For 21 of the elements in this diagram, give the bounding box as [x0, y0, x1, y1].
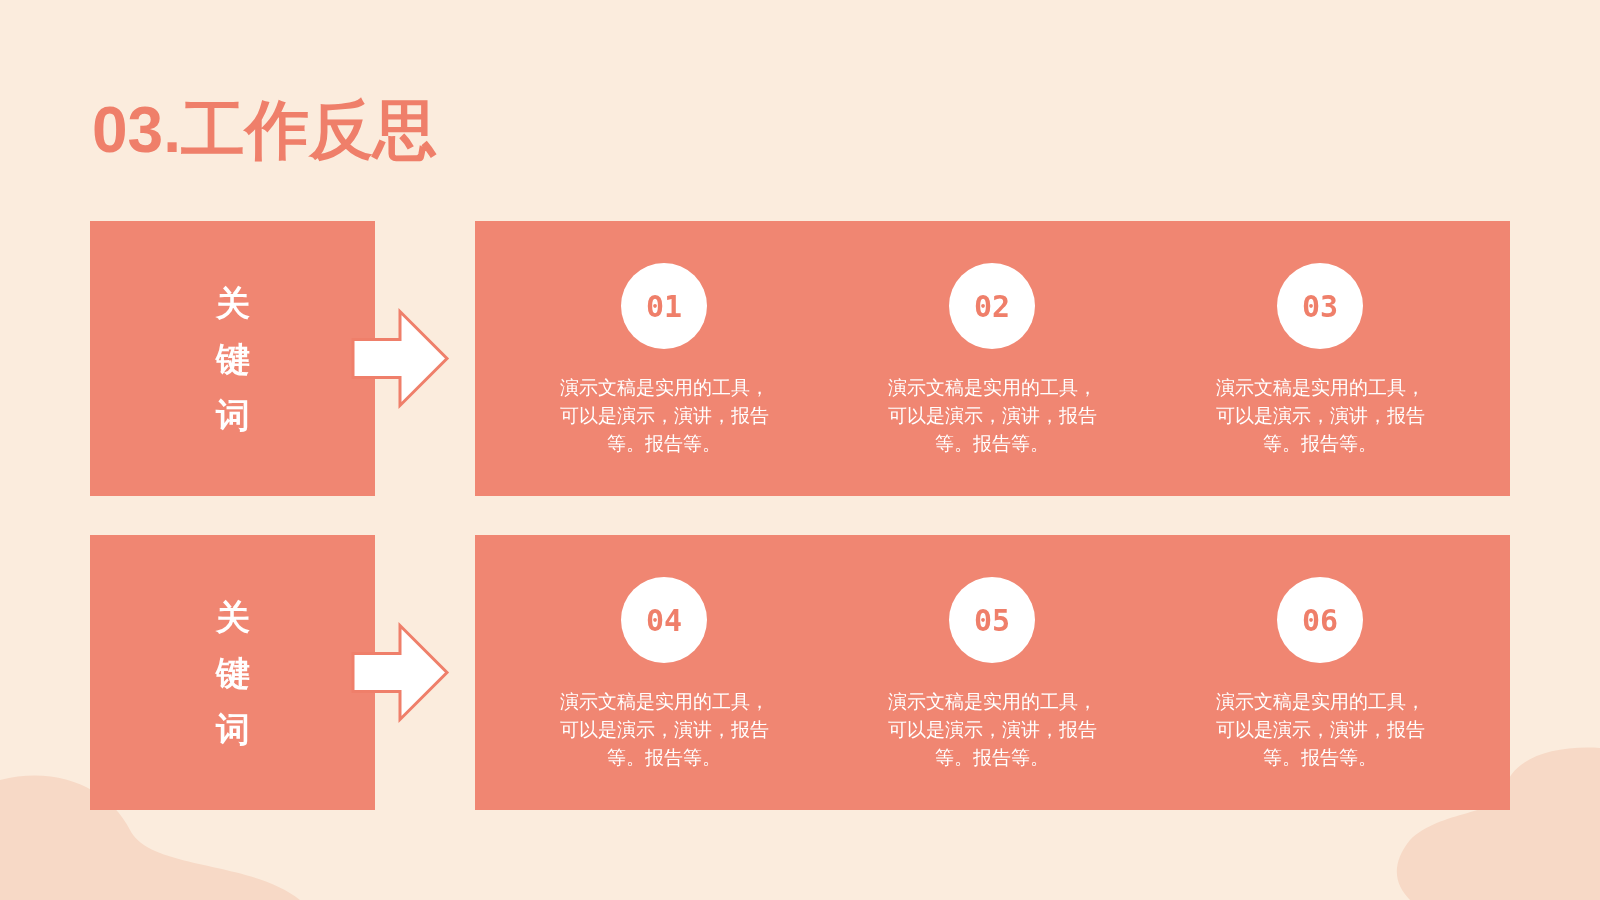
step-number: 04: [645, 602, 683, 638]
keyword-label: 关键词: [214, 596, 251, 750]
step-number: 06: [1301, 602, 1339, 638]
content-panel: [475, 535, 1510, 810]
description-text: 演示文稿是实用的工具，可以是演示，演讲，报告等。报告等。: [886, 376, 1098, 456]
title: 03.工作反思: [92, 98, 437, 162]
keyword-box: [90, 535, 375, 810]
block-arrow: [351, 307, 450, 410]
keyword-box: [90, 221, 375, 496]
description-text: 演示文稿是实用的工具，可以是演示，演讲，报告等。报告等。: [558, 376, 770, 456]
content-panel: [475, 221, 1510, 496]
step-number: 01: [645, 288, 683, 324]
description-text: 演示文稿是实用的工具，可以是演示，演讲，报告等。报告等。: [1214, 690, 1426, 770]
step-number: 03: [1301, 288, 1339, 324]
keyword-label: 关键词: [214, 282, 251, 436]
step-number: 02: [973, 288, 1011, 324]
block-arrow: [351, 621, 450, 724]
description-text: 演示文稿是实用的工具，可以是演示，演讲，报告等。报告等。: [886, 690, 1098, 770]
description-text: 演示文稿是实用的工具，可以是演示，演讲，报告等。报告等。: [558, 690, 770, 770]
description-text: 演示文稿是实用的工具，可以是演示，演讲，报告等。报告等。: [1214, 376, 1426, 456]
step-number: 05: [973, 602, 1011, 638]
